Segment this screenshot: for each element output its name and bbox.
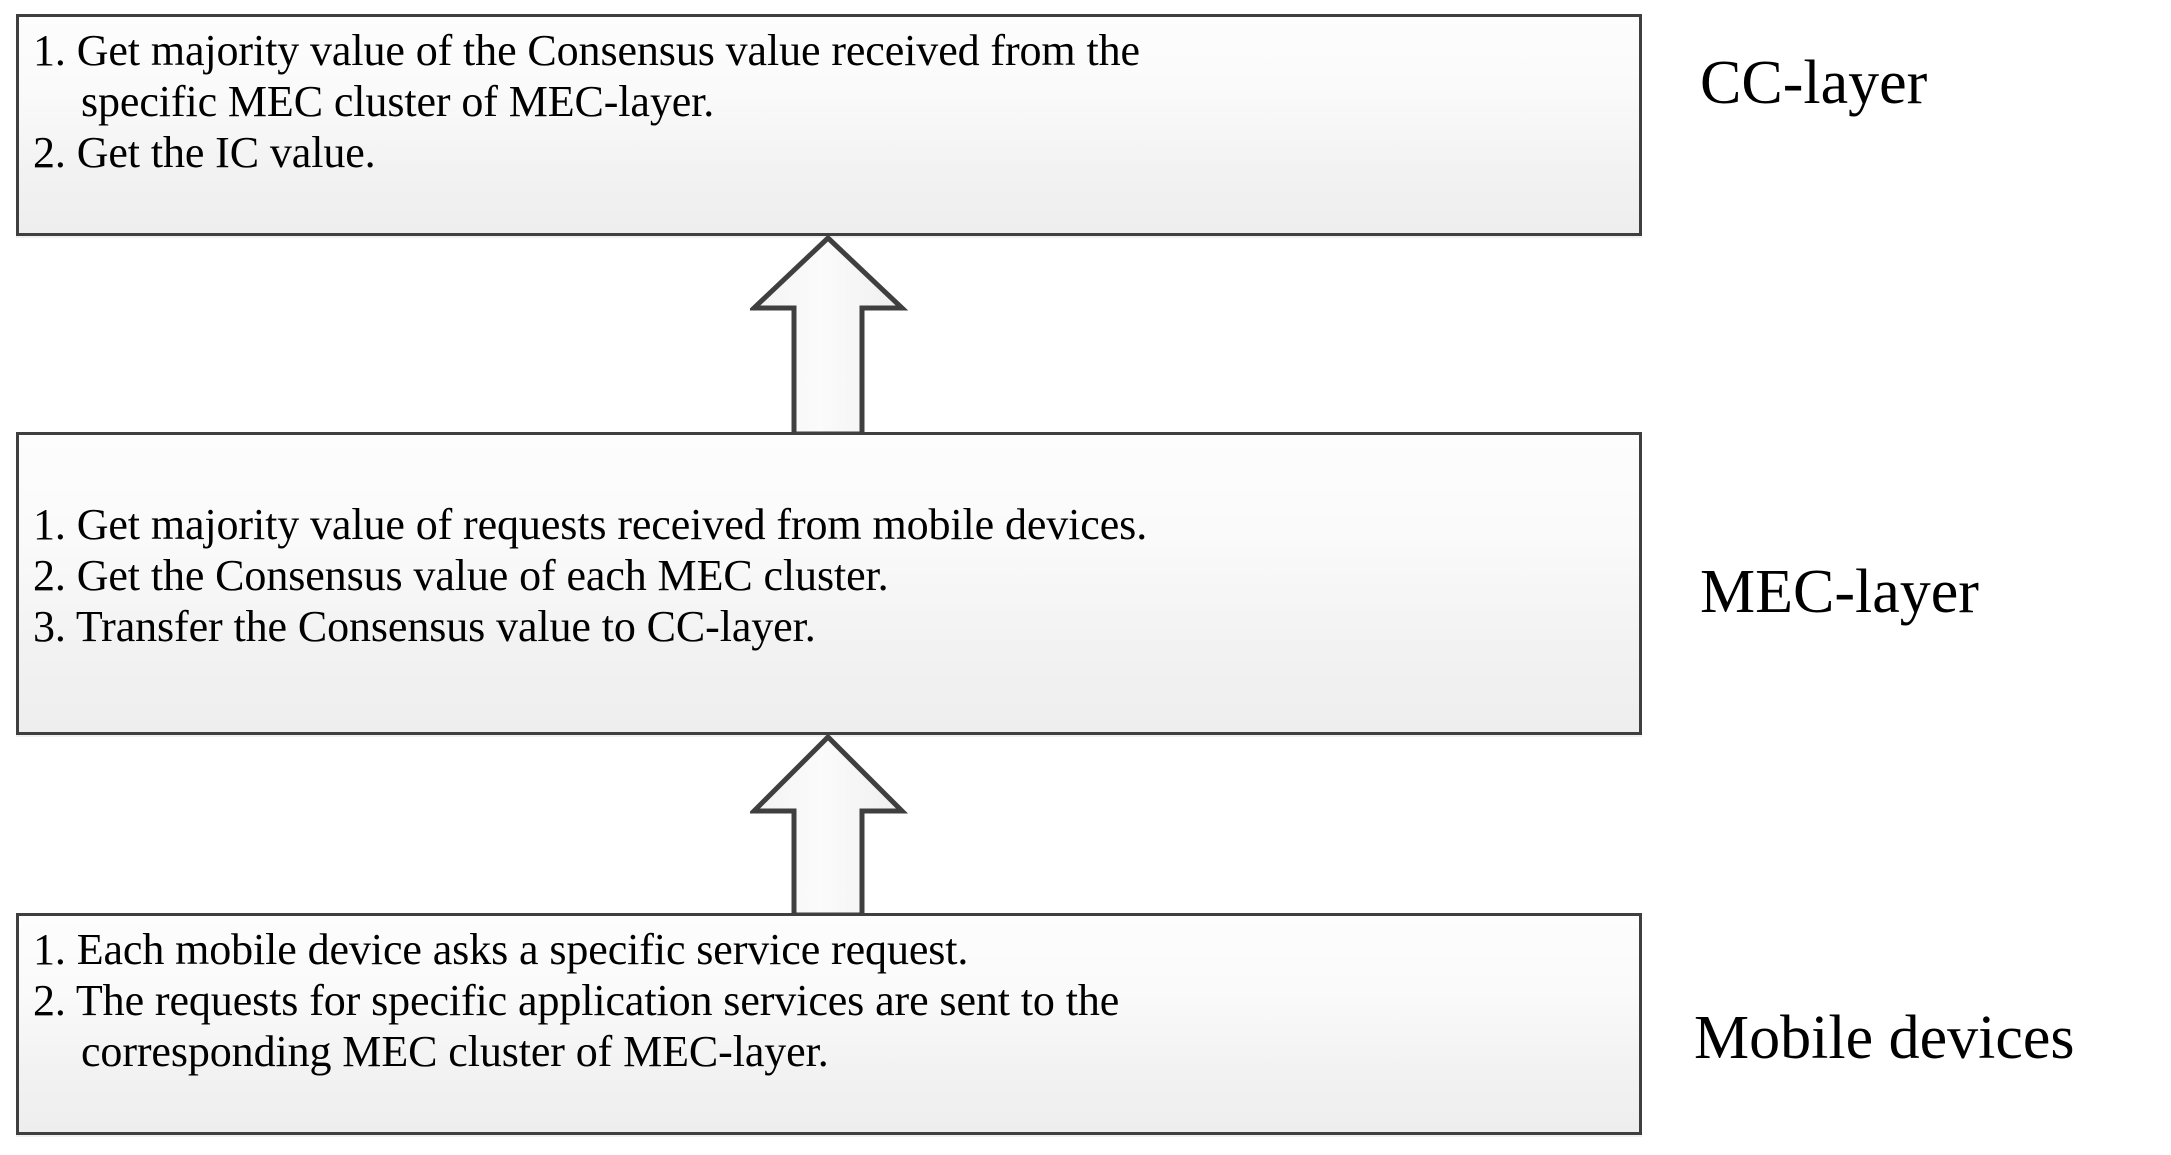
- mobile-devices-step-2-line-2: corresponding MEC cluster of MEC-layer.: [81, 1027, 829, 1076]
- mec-layer-step-2: 2. Get the Consensus value of each MEC c…: [33, 551, 889, 600]
- up-arrow-mobile-to-mec: [750, 735, 910, 915]
- mec-layer-box: 1. Get majority value of requests receiv…: [16, 432, 1642, 735]
- up-arrow-mec-to-cc: [750, 236, 910, 434]
- cc-layer-box: 1. Get majority value of the Consensus v…: [16, 14, 1642, 236]
- cc-layer-step-2-line-1: 2. Get the IC value.: [33, 128, 376, 177]
- mobile-devices-step-list: 1. Each mobile device asks a specific se…: [33, 924, 1629, 1077]
- mobile-devices-caption: Mobile devices: [1694, 1004, 2075, 1072]
- cc-layer-step-list: 1. Get majority value of the Consensus v…: [33, 25, 1629, 178]
- mec-layer-step-list: 1. Get majority value of requests receiv…: [33, 499, 1629, 652]
- cc-layer-step-1-line-1: 1. Get majority value of the Consensus v…: [33, 26, 1140, 75]
- mobile-devices-step-1: 1. Each mobile device asks a specific se…: [33, 925, 969, 974]
- mec-layer-step-3: 3. Transfer the Consensus value to CC-la…: [33, 602, 816, 651]
- mobile-devices-box: 1. Each mobile device asks a specific se…: [16, 913, 1642, 1135]
- cc-layer-caption: CC-layer: [1700, 49, 1928, 117]
- mec-layer-step-1: 1. Get majority value of requests receiv…: [33, 500, 1148, 549]
- cc-layer-step-1-line-2: specific MEC cluster of MEC-layer.: [81, 77, 715, 126]
- mobile-devices-step-2-line-1: 2. The requests for specific application…: [33, 976, 1120, 1025]
- mec-layer-caption: MEC-layer: [1700, 558, 1979, 626]
